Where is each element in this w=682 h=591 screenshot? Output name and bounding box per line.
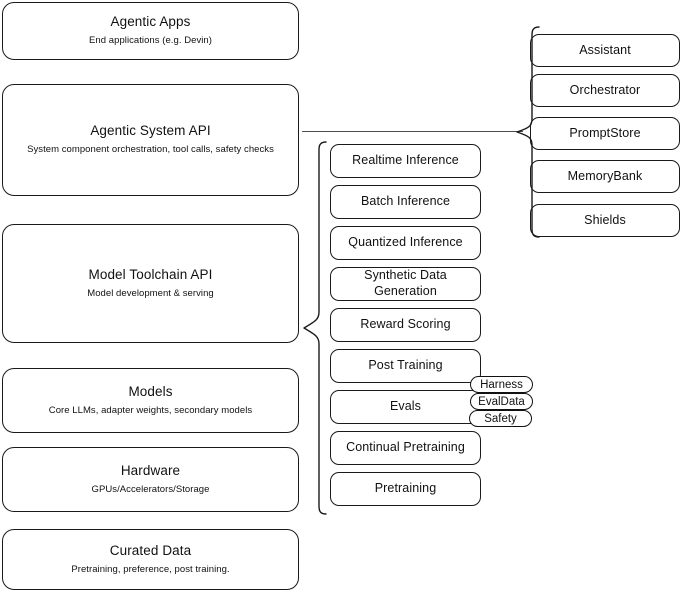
toolchain-component-post-training[interactable]: Post Training <box>330 349 481 383</box>
stack-layer-agentic-apps[interactable]: Agentic Apps End applications (e.g. Devi… <box>2 2 299 60</box>
component-label: Pretraining <box>374 481 437 496</box>
component-label: Shields <box>584 212 626 227</box>
eval-subcomponent-evaldata[interactable]: EvalData <box>470 393 533 410</box>
layer-title: Agentic System API <box>90 123 211 139</box>
toolchain-component-batch-inference[interactable]: Batch Inference <box>330 185 481 219</box>
component-label: Post Training <box>368 358 443 373</box>
component-label: MemoryBank <box>567 168 643 183</box>
layer-title: Agentic Apps <box>110 14 191 30</box>
stack-layer-hardware[interactable]: Hardware GPUs/Accelerators/Storage <box>2 447 299 512</box>
component-label: PromptStore <box>569 125 641 140</box>
component-label: Batch Inference <box>360 194 451 209</box>
agentic-component-orchestrator[interactable]: Orchestrator <box>530 74 680 107</box>
component-label: Orchestrator <box>569 82 641 97</box>
layer-title: Hardware <box>120 462 181 478</box>
agentic-component-assistant[interactable]: Assistant <box>530 34 680 67</box>
agentic-component-promptstore[interactable]: PromptStore <box>530 117 680 150</box>
stack-layer-models[interactable]: Models Core LLMs, adapter weights, secon… <box>2 368 299 433</box>
toolchain-component-evals[interactable]: Evals <box>330 390 481 424</box>
toolchain-component-synthetic-data-generation[interactable]: Synthetic Data Generation <box>330 267 481 301</box>
component-label: Synthetic Data Generation <box>364 268 447 298</box>
toolchain-component-continual-pretraining[interactable]: Continual Pretraining <box>330 431 481 465</box>
pill-label: Safety <box>484 412 517 425</box>
brace-agentic-system <box>515 25 541 239</box>
component-label: Quantized Inference <box>348 235 463 250</box>
layer-subtitle: Model development & serving <box>87 287 214 299</box>
stack-layer-curated-data[interactable]: Curated Data Pretraining, preference, po… <box>2 529 299 590</box>
agentic-component-shields[interactable]: Shields <box>530 204 680 237</box>
agentic-component-memorybank[interactable]: MemoryBank <box>530 160 680 193</box>
component-label: Evals <box>389 399 422 414</box>
layer-subtitle: GPUs/Accelerators/Storage <box>91 483 210 495</box>
connector-line-agentic-system-api <box>302 131 523 133</box>
component-label: Assistant <box>579 42 631 57</box>
stack-layer-model-toolchain-api[interactable]: Model Toolchain API Model development & … <box>2 224 299 343</box>
layer-title: Model Toolchain API <box>88 266 213 282</box>
stack-layer-agentic-system-api[interactable]: Agentic System API System component orch… <box>2 84 299 196</box>
component-label: Continual Pretraining <box>346 440 465 455</box>
component-label: Reward Scoring <box>360 317 451 332</box>
layer-title: Curated Data <box>109 542 192 558</box>
layer-subtitle: System component orchestration, tool cal… <box>27 144 274 156</box>
toolchain-component-reward-scoring[interactable]: Reward Scoring <box>330 308 481 342</box>
pill-label: Harness <box>480 378 523 391</box>
layer-subtitle: End applications (e.g. Devin) <box>89 35 212 47</box>
eval-subcomponent-harness[interactable]: Harness <box>470 376 533 393</box>
layer-title: Models <box>128 383 173 399</box>
toolchain-component-realtime-inference[interactable]: Realtime Inference <box>330 144 481 178</box>
layer-subtitle: Pretraining, preference, post training. <box>71 563 230 575</box>
toolchain-component-quantized-inference[interactable]: Quantized Inference <box>330 226 481 260</box>
brace-model-toolchain <box>302 140 328 516</box>
eval-subcomponent-safety[interactable]: Safety <box>469 410 532 427</box>
toolchain-component-pretraining[interactable]: Pretraining <box>330 472 481 506</box>
component-label: Realtime Inference <box>352 153 459 168</box>
layer-subtitle: Core LLMs, adapter weights, secondary mo… <box>48 404 253 416</box>
pill-label: EvalData <box>478 395 525 408</box>
